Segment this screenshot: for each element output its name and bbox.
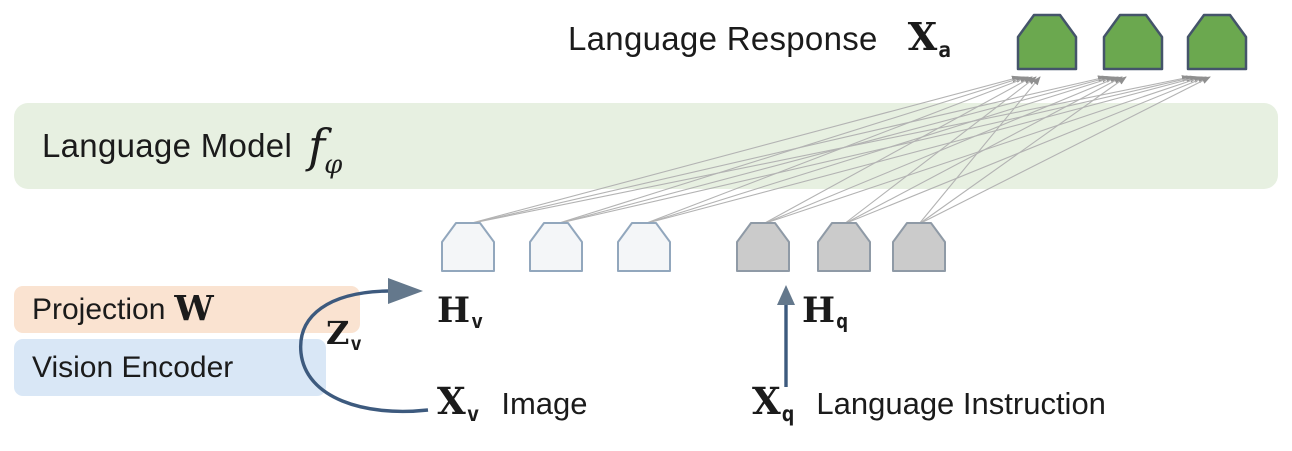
- language-response-label: Language Response: [568, 20, 878, 57]
- language-model-label: Language Model: [42, 127, 293, 164]
- zv-arrowhead: [388, 278, 423, 304]
- image-word: Image: [501, 386, 588, 421]
- zv-symbol: Zv: [326, 314, 362, 355]
- xv-symbol: Xv: [437, 379, 480, 427]
- visual-token: [617, 222, 671, 272]
- language-model-symbol: fφ: [308, 119, 343, 180]
- xq-symbol: Xq: [752, 379, 795, 427]
- vision-encoder-bar: Vision Encoder: [14, 339, 326, 396]
- xq-arrowhead: [777, 285, 795, 305]
- instruction-input-label: Xq Language Instruction: [752, 379, 1106, 427]
- projection-bar: Projection W: [14, 286, 360, 333]
- image-input-label: Xv Image: [437, 379, 588, 427]
- language-instruction-word: Language Instruction: [816, 386, 1106, 421]
- instruction-token: [736, 222, 790, 272]
- response-token: [1102, 13, 1164, 71]
- projection-symbol: W: [174, 288, 214, 329]
- hq-symbol: Hq: [802, 290, 849, 333]
- instruction-token: [817, 222, 871, 272]
- projection-label: Projection: [32, 292, 166, 326]
- visual-token: [441, 222, 495, 272]
- instruction-token: [892, 222, 946, 272]
- vision-encoder-label: Vision Encoder: [32, 350, 234, 384]
- language-model-bar: Language Model fφ: [14, 103, 1278, 189]
- language-response-heading: Language Response Xa: [568, 14, 951, 63]
- response-token: [1186, 13, 1248, 71]
- visual-token: [529, 222, 583, 272]
- response-token: [1016, 13, 1078, 71]
- xa-symbol: Xa: [907, 14, 951, 63]
- hv-symbol: Hv: [437, 290, 484, 333]
